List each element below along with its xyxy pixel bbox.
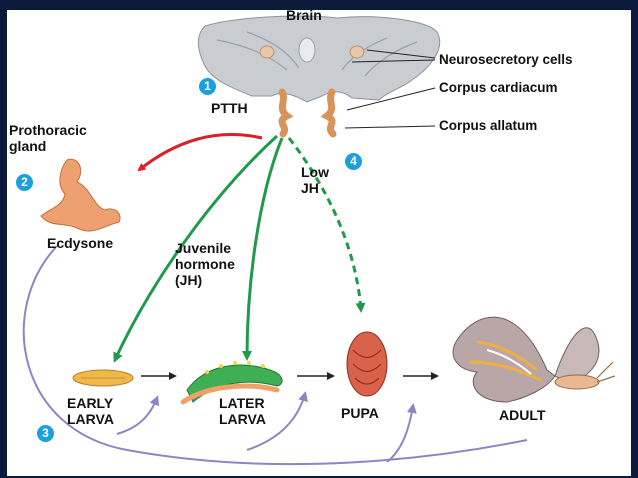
step-1-badge: 1 (199, 78, 216, 95)
later-larva-illustration (180, 361, 283, 405)
later-larva-label: LATER LARVA (219, 395, 266, 427)
early-larva-illustration (72, 369, 134, 387)
hormone-diagram (22, 15, 616, 466)
prothoracic-gland-label: Prothoracic gland (9, 122, 87, 154)
adult-label: ADULT (499, 407, 546, 423)
jh-arrow-early (113, 134, 279, 363)
prothoracic-gland-shape (40, 158, 121, 232)
juvenile-hormone-label: Juvenile hormone (JH) (175, 240, 235, 288)
corpus-allatum-label: Corpus allatum (439, 118, 538, 133)
neurosecretory-cells-label: Neurosecretory cells (439, 52, 573, 67)
pupa-illustration (346, 331, 388, 397)
low-jh-label: Low JH (301, 164, 329, 196)
ecdysone-arrow-early (116, 395, 160, 435)
jh-arrow-later (242, 137, 284, 361)
ptth-arrow (137, 133, 263, 172)
ecdysone-arrow-pupa (386, 403, 417, 463)
label-leaders (344, 49, 436, 129)
early-larva-label: EARLY LARVA (67, 395, 114, 427)
brain-label: Brain (286, 10, 322, 23)
ptth-label: PTTH (211, 100, 248, 116)
step-4-badge: 4 (345, 153, 362, 170)
adult-moth-illustration (452, 316, 616, 403)
ecdysone-arrow-main (22, 245, 528, 466)
step-3-badge: 3 (37, 425, 54, 442)
corpus-cardiacum-label: Corpus cardiacum (439, 80, 558, 95)
low-jh-arrow (287, 137, 366, 313)
brain-illustration (197, 15, 441, 138)
ecdysone-arrow-later (246, 391, 308, 451)
figure-panel: Brain Neurosecretory cells Corpus cardia… (7, 10, 631, 476)
step-2-badge: 2 (16, 174, 33, 191)
pupa-label: PUPA (341, 405, 379, 421)
ecdysone-label: Ecdysone (47, 235, 114, 251)
